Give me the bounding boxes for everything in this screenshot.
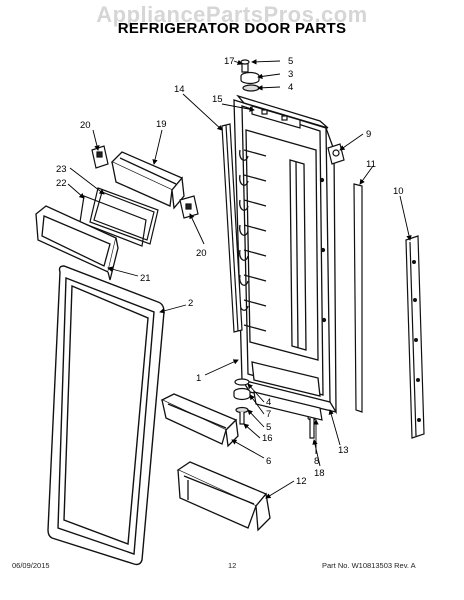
callout-19: 19 — [156, 119, 167, 130]
callout-5-top: 5 — [288, 56, 293, 67]
top-hinge-hardware — [240, 59, 260, 92]
door-bin-small — [160, 393, 239, 448]
callout-14: 14 — [174, 84, 185, 95]
door-stop — [327, 143, 345, 165]
callout-18: 18 — [314, 468, 325, 479]
callout-4-bot: 4 — [266, 397, 271, 408]
callout-10: 10 — [393, 186, 404, 197]
callout-20-mid: 20 — [196, 248, 207, 259]
right-trim-strip — [353, 183, 363, 413]
callout-2: 2 — [188, 298, 193, 309]
callout-8: 8 — [314, 456, 319, 467]
callout-4-top: 4 — [288, 82, 293, 93]
page-title: REFRIGERATOR DOOR PARTS — [117, 20, 347, 37]
door-bin-upper — [110, 151, 185, 210]
watermark: AppliancePartsPros.com — [96, 2, 368, 27]
bin-trim — [89, 187, 159, 245]
callout-21: 21 — [140, 273, 151, 284]
bottom-screw — [307, 415, 317, 439]
callout-1: 1 — [196, 373, 201, 384]
bottom-cap — [253, 391, 323, 421]
callout-15: 15 — [212, 94, 223, 105]
callout-labels: 17 5 3 4 14 15 20 19 9 11 10 23 22 20 21… — [56, 56, 404, 487]
leader-lines — [67, 59, 412, 499]
bottom-hinge-hardware — [233, 378, 251, 425]
callout-11: 11 — [366, 159, 376, 170]
callout-9: 9 — [366, 129, 371, 140]
bin-end-cap-upper — [91, 145, 109, 169]
callout-3: 3 — [288, 69, 293, 80]
callout-7: 7 — [266, 409, 271, 420]
callout-13: 13 — [338, 445, 349, 456]
door-liner — [233, 94, 337, 415]
callout-20-top: 20 — [80, 120, 91, 131]
footer-date: 06/09/2015 — [12, 561, 50, 570]
callout-17: 17 — [224, 56, 235, 67]
handle-mount — [405, 235, 425, 439]
callout-6: 6 — [266, 456, 271, 467]
footer-page-number: 12 — [228, 561, 237, 570]
door-bin-large — [176, 461, 271, 532]
door-gasket — [47, 265, 165, 566]
bin-end-cap-lower — [179, 195, 199, 219]
callout-5-bot: 5 — [266, 422, 271, 433]
callout-16: 16 — [262, 433, 273, 444]
callout-23: 23 — [56, 164, 67, 175]
left-trim-strip — [221, 123, 243, 333]
front-panel — [35, 205, 119, 281]
callout-12: 12 — [296, 476, 307, 487]
bin-gasket — [79, 195, 147, 247]
callout-22: 22 — [56, 178, 67, 189]
footer-part-number: Part No. W10813503 Rev. A — [322, 561, 416, 570]
